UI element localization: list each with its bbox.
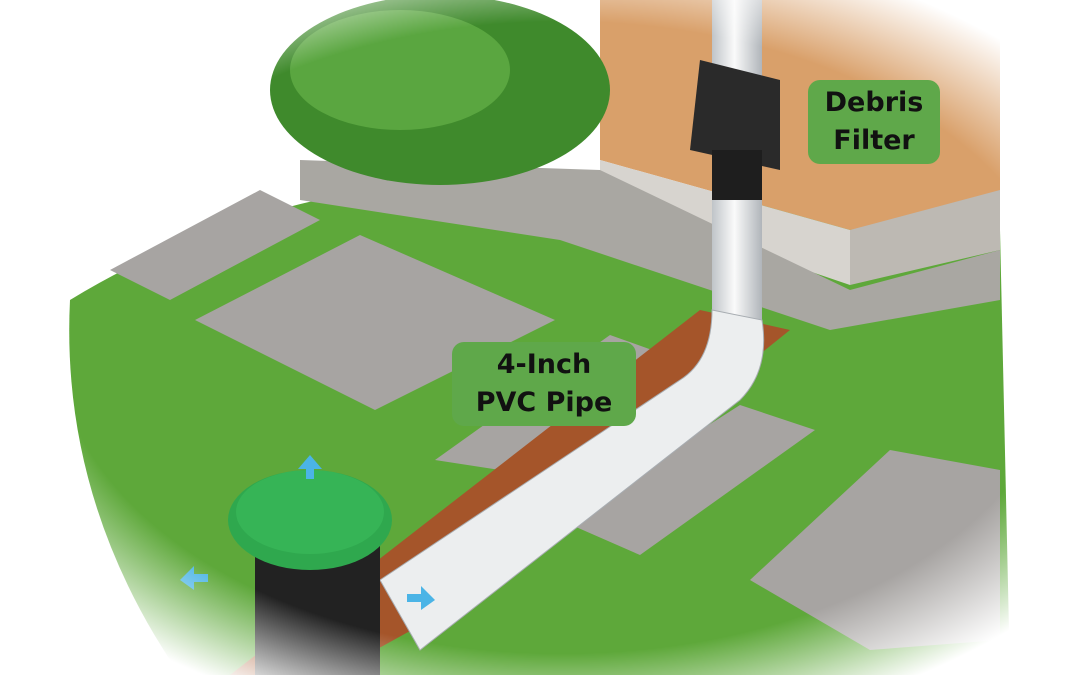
pvc-pipe-label-line2: PVC Pipe	[475, 387, 613, 418]
pvc-pipe-label-line1: 4-Inch	[496, 349, 592, 380]
pvc-pipe-label: 4-Inch PVC Pipe	[452, 342, 636, 426]
debris-filter-label-line2: Filter	[833, 125, 915, 156]
debris-filter-label: Debris Filter	[808, 80, 940, 164]
debris-filter-label-line1: Debris	[824, 87, 924, 118]
